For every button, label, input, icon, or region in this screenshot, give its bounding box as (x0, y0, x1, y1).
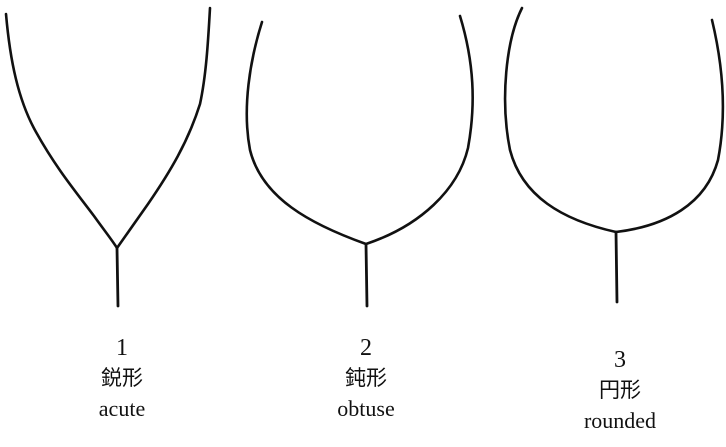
figure-number-2: 2 (360, 335, 372, 361)
leaf-outline-acute (4, 6, 212, 250)
english-label-acute: acute (98, 396, 146, 421)
figure-number-1: 1 (116, 335, 128, 361)
figure-number-3: 3 (614, 347, 626, 373)
japanese-label-acute: 鋭形 (101, 366, 143, 390)
leaf-base-acute (4, 6, 212, 308)
english-label-obtuse: obtuse (337, 396, 395, 421)
leaf-outline-obtuse (245, 14, 474, 246)
leaf-base-obtuse (245, 14, 474, 308)
caption-acute: 1 鋭形 acute (42, 334, 202, 424)
english-label-rounded: rounded (583, 408, 657, 433)
petiole-rounded (614, 230, 619, 304)
caption-obtuse: 2 鈍形 obtuse (286, 334, 446, 424)
leaf-outline-rounded (503, 6, 725, 234)
japanese-label-rounded: 円形 (599, 378, 641, 402)
japanese-label-obtuse: 鈍形 (345, 366, 387, 390)
petiole-acute (115, 246, 120, 308)
petiole-obtuse (364, 242, 369, 308)
caption-rounded: 3 円形 rounded (540, 346, 700, 436)
leaf-base-rounded (503, 6, 725, 304)
